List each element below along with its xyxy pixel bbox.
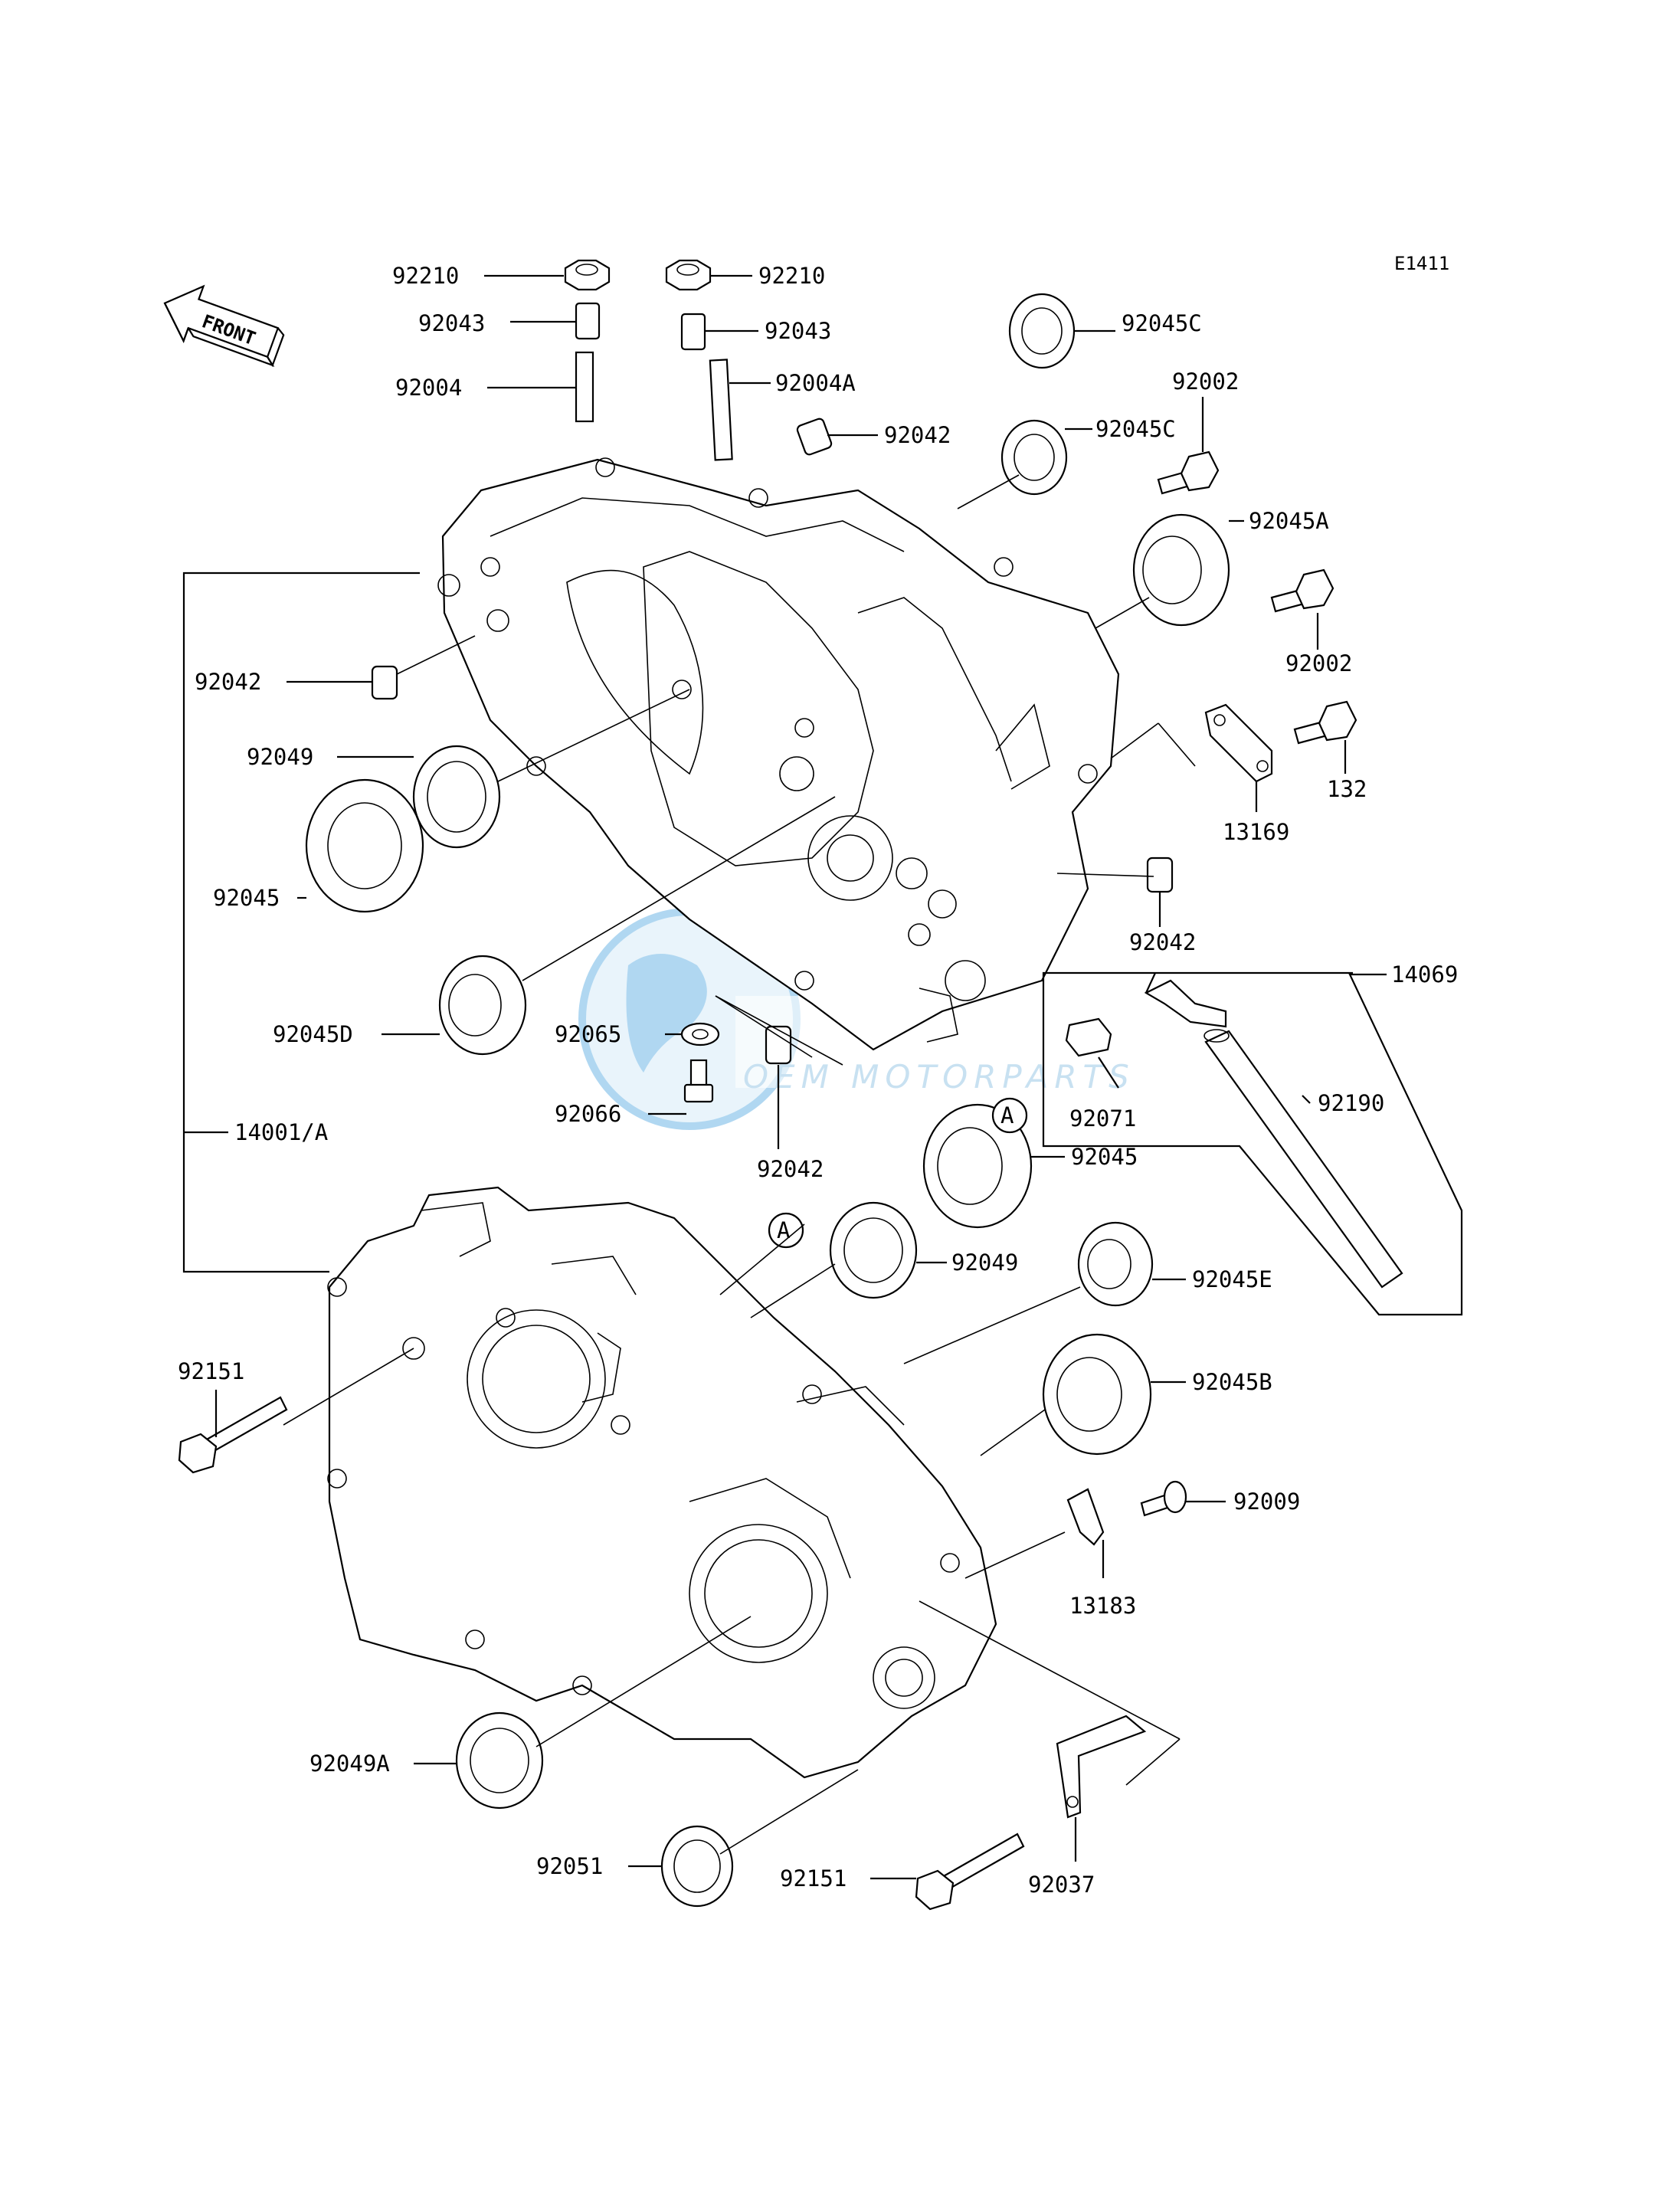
callout-label: 92042 <box>1129 929 1196 955</box>
front-arrow-icon <box>163 284 285 368</box>
callout-label: 92045C <box>1122 310 1202 336</box>
callout-label: 92210 <box>392 263 459 289</box>
collar-92043-right <box>680 313 706 351</box>
bolt-92002 <box>1270 568 1335 613</box>
bolt-92151-left <box>178 1396 288 1474</box>
callout-label: 13183 <box>1069 1593 1136 1619</box>
seal-92049a <box>455 1711 544 1810</box>
upper-crankcase <box>437 457 1120 1051</box>
watermark-text: OEM MOTORPARTS <box>743 1058 1135 1096</box>
bolt-132 <box>1293 700 1357 745</box>
callout-label: 13169 <box>1223 819 1289 845</box>
diagram-code: E1411 <box>1394 253 1449 274</box>
leader-lines <box>182 274 1463 1880</box>
callout-label: 92049 <box>951 1250 1018 1276</box>
hose-92190 <box>1204 1029 1403 1289</box>
callout-label: 92042 <box>195 669 261 695</box>
bracket-13183 <box>1066 1488 1105 1546</box>
callout-label: 92045B <box>1192 1369 1272 1395</box>
callout-label: 92065 <box>555 1021 621 1047</box>
dowel-92042-left <box>371 665 398 700</box>
bracket-92037 <box>1056 1715 1147 1819</box>
dowel-92042-top <box>796 418 833 456</box>
bearing-92045d <box>438 955 527 1056</box>
callout-label: 92045A <box>1249 508 1329 534</box>
seal-92051 <box>660 1825 734 1908</box>
callout-label: 92049A <box>309 1751 390 1777</box>
callout-label: 92190 <box>1318 1090 1384 1116</box>
dowel-92042-mid <box>765 1025 792 1065</box>
callout-label: 92009 <box>1233 1489 1300 1515</box>
callout-label: 92043 <box>765 318 831 344</box>
callout-label: 14001/A <box>234 1119 328 1145</box>
bearing-92045b <box>1042 1333 1152 1456</box>
plate-13169 <box>1204 703 1273 783</box>
marker-a-label: A <box>1000 1102 1014 1128</box>
callout-label: 92004 <box>395 375 462 401</box>
callout-label: 92151 <box>178 1358 244 1384</box>
callout-label: 92045 <box>1071 1144 1138 1170</box>
callout-label: 92043 <box>418 310 485 336</box>
bearing-92045c <box>1000 419 1068 496</box>
bearing-92045a <box>1132 513 1230 627</box>
callout-label: 132 <box>1327 776 1367 802</box>
callout-label: 92049 <box>247 744 313 770</box>
bearing-92045c-top <box>1008 293 1076 369</box>
callout-label: 92051 <box>536 1853 603 1879</box>
bolt-92009 <box>1140 1480 1187 1517</box>
bolt-92151-bottom <box>915 1833 1025 1911</box>
callout-label: 92004A <box>775 370 856 396</box>
marker-a-upper: A <box>991 1097 1028 1134</box>
callout-label: 92037 <box>1028 1872 1095 1898</box>
callout-label: 92002 <box>1172 368 1239 395</box>
callout-label: 92042 <box>757 1156 824 1182</box>
dowel-92042-right <box>1146 856 1174 893</box>
seal-92049 <box>412 745 501 849</box>
callout-label: 14069 <box>1391 961 1458 988</box>
callout-label: 92045D <box>273 1021 353 1047</box>
bearing-92045e <box>1077 1221 1154 1307</box>
callout-label: 92045C <box>1095 416 1176 442</box>
callout-label: 92151 <box>780 1865 847 1891</box>
seal-92049-mid <box>829 1201 918 1299</box>
callout-label: 92071 <box>1069 1105 1136 1132</box>
collar-92043-left <box>575 302 601 340</box>
callout-label: 92002 <box>1285 650 1352 676</box>
nut-92210-right <box>665 259 712 291</box>
callout-label: 92042 <box>884 422 951 448</box>
callout-label: 92045E <box>1192 1266 1272 1292</box>
stud-92004a <box>709 359 733 461</box>
washer-92065 <box>680 1022 720 1046</box>
callout-label: 92045 <box>213 885 280 911</box>
marker-a-label: A <box>777 1217 790 1243</box>
bolt-92002-top <box>1157 450 1220 495</box>
callout-label: 92066 <box>555 1101 621 1127</box>
stud-92004 <box>575 351 594 423</box>
callout-labels: 92210 92210 92043 92043 92004 92004A 920… <box>178 263 1458 1898</box>
lower-crankcase <box>327 1186 997 1779</box>
bearing-92045 <box>305 778 424 913</box>
callout-label: 92210 <box>758 263 825 289</box>
fitting-92071 <box>1065 1017 1112 1057</box>
marker-a-lower: A <box>768 1212 804 1249</box>
elbow-fitting <box>1144 979 1227 1028</box>
bearing-92045-mid <box>922 1103 1033 1229</box>
nut-92210-left <box>564 259 611 291</box>
bolt-92066 <box>683 1059 714 1103</box>
